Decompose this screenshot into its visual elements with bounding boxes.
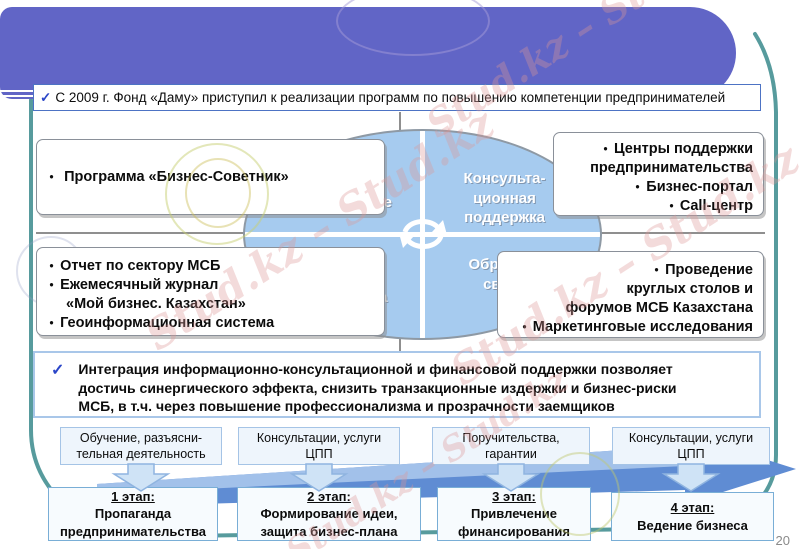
cycle-arrows-icon bbox=[399, 218, 447, 250]
stage-number: 3 этап: bbox=[492, 489, 536, 505]
box-item: •Центры поддержки bbox=[603, 141, 753, 157]
bullet-icon: • bbox=[654, 263, 659, 277]
bullet-icon: • bbox=[49, 170, 54, 184]
box-item: •Call-центр bbox=[669, 197, 753, 214]
checkmark-icon: ✓ bbox=[51, 362, 65, 379]
box-item: •Ежемесячный журнал bbox=[49, 276, 219, 293]
stage-label: Ведение бизнеса bbox=[637, 517, 748, 533]
intro-text: С 2009 г. Фонд «Даму» приступил к реализ… bbox=[55, 90, 726, 105]
box-item-continuation: предпринимательства bbox=[590, 159, 753, 176]
intro-note: ✓ С 2009 г. Фонд «Даму» приступил к реал… bbox=[33, 84, 761, 111]
quadrant-label-line: Консульта- bbox=[463, 170, 546, 187]
stage-label: Привлечение финансирования bbox=[458, 506, 570, 539]
stage-1: 1 этап: Пропаганда предпринимательства bbox=[48, 487, 218, 541]
stage-label: Формирование идеи, защита бизнес-плана bbox=[260, 506, 398, 539]
box-item: •Отчет по сектору МСБ bbox=[49, 258, 221, 274]
stage-2: 2 этап: Формирование идеи, защита бизнес… bbox=[237, 487, 421, 541]
quadrant-label-line: ционная bbox=[473, 189, 536, 207]
box-consulting-support-items: •Центры поддержки предпринимательства •Б… bbox=[553, 132, 764, 216]
bullet-icon: • bbox=[49, 259, 54, 273]
box-item-continuation: круглых столов и bbox=[626, 280, 753, 297]
callout-consulting-2: Консультации, услуги ЦПП bbox=[612, 427, 770, 465]
bullet-icon: • bbox=[603, 142, 608, 156]
bullet-icon: • bbox=[49, 278, 54, 292]
bullet-icon: • bbox=[669, 199, 674, 213]
page-number: 20 bbox=[775, 533, 790, 548]
box-item: •Бизнес-портал bbox=[635, 178, 753, 195]
header-divider-line bbox=[0, 90, 33, 92]
box-item: Программа «Бизнес-Советник» bbox=[64, 168, 289, 185]
stage-3: 3 этап: Привлечение финансирования bbox=[437, 487, 591, 541]
box-item: •Проведение bbox=[654, 262, 753, 278]
box-item-continuation: форумов МСБ Казахстана bbox=[565, 299, 753, 316]
checkmark-icon: ✓ bbox=[40, 89, 52, 105]
callout-consulting-1: Консультации, услуги ЦПП bbox=[238, 427, 400, 465]
box-item: •Маркетинговые исследования bbox=[522, 318, 753, 335]
bullet-icon: • bbox=[635, 180, 640, 194]
stage-label: Пропаганда предпринимательства bbox=[59, 506, 207, 539]
bullet-icon: • bbox=[522, 320, 527, 334]
stage-number: 4 этап: bbox=[670, 500, 715, 516]
quadrant-label-line: поддержка bbox=[464, 209, 545, 226]
integration-note: ✓ Интеграция информационно-консультацион… bbox=[33, 351, 761, 418]
integration-text: Интеграция информационно-консультационно… bbox=[78, 361, 677, 415]
quadrant-consulting-support: Консульта- ционная поддержка bbox=[437, 169, 572, 228]
box-information-support-items: •Отчет по сектору МСБ •Ежемесячный журна… bbox=[36, 247, 385, 336]
stage-number: 1 этап: bbox=[111, 489, 155, 505]
stage-4: 4 этап: Ведение бизнеса bbox=[611, 492, 774, 541]
box-business-advisor: • Программа «Бизнес-Советник» bbox=[36, 139, 385, 215]
box-item-continuation: «Мой бизнес. Казахстан» bbox=[66, 295, 246, 312]
box-feedback-items: •Проведение круглых столов и форумов МСБ… bbox=[497, 251, 764, 338]
bullet-icon: • bbox=[49, 316, 54, 330]
callout-guarantees: Поручительства, гарантии bbox=[432, 427, 590, 465]
callout-training: Обучение, разъясни-тельная деятельность bbox=[60, 427, 222, 465]
stage-number: 2 этап: bbox=[307, 489, 351, 505]
header-divider-line bbox=[0, 95, 33, 97]
box-item: •Геоинформационная система bbox=[49, 314, 275, 331]
